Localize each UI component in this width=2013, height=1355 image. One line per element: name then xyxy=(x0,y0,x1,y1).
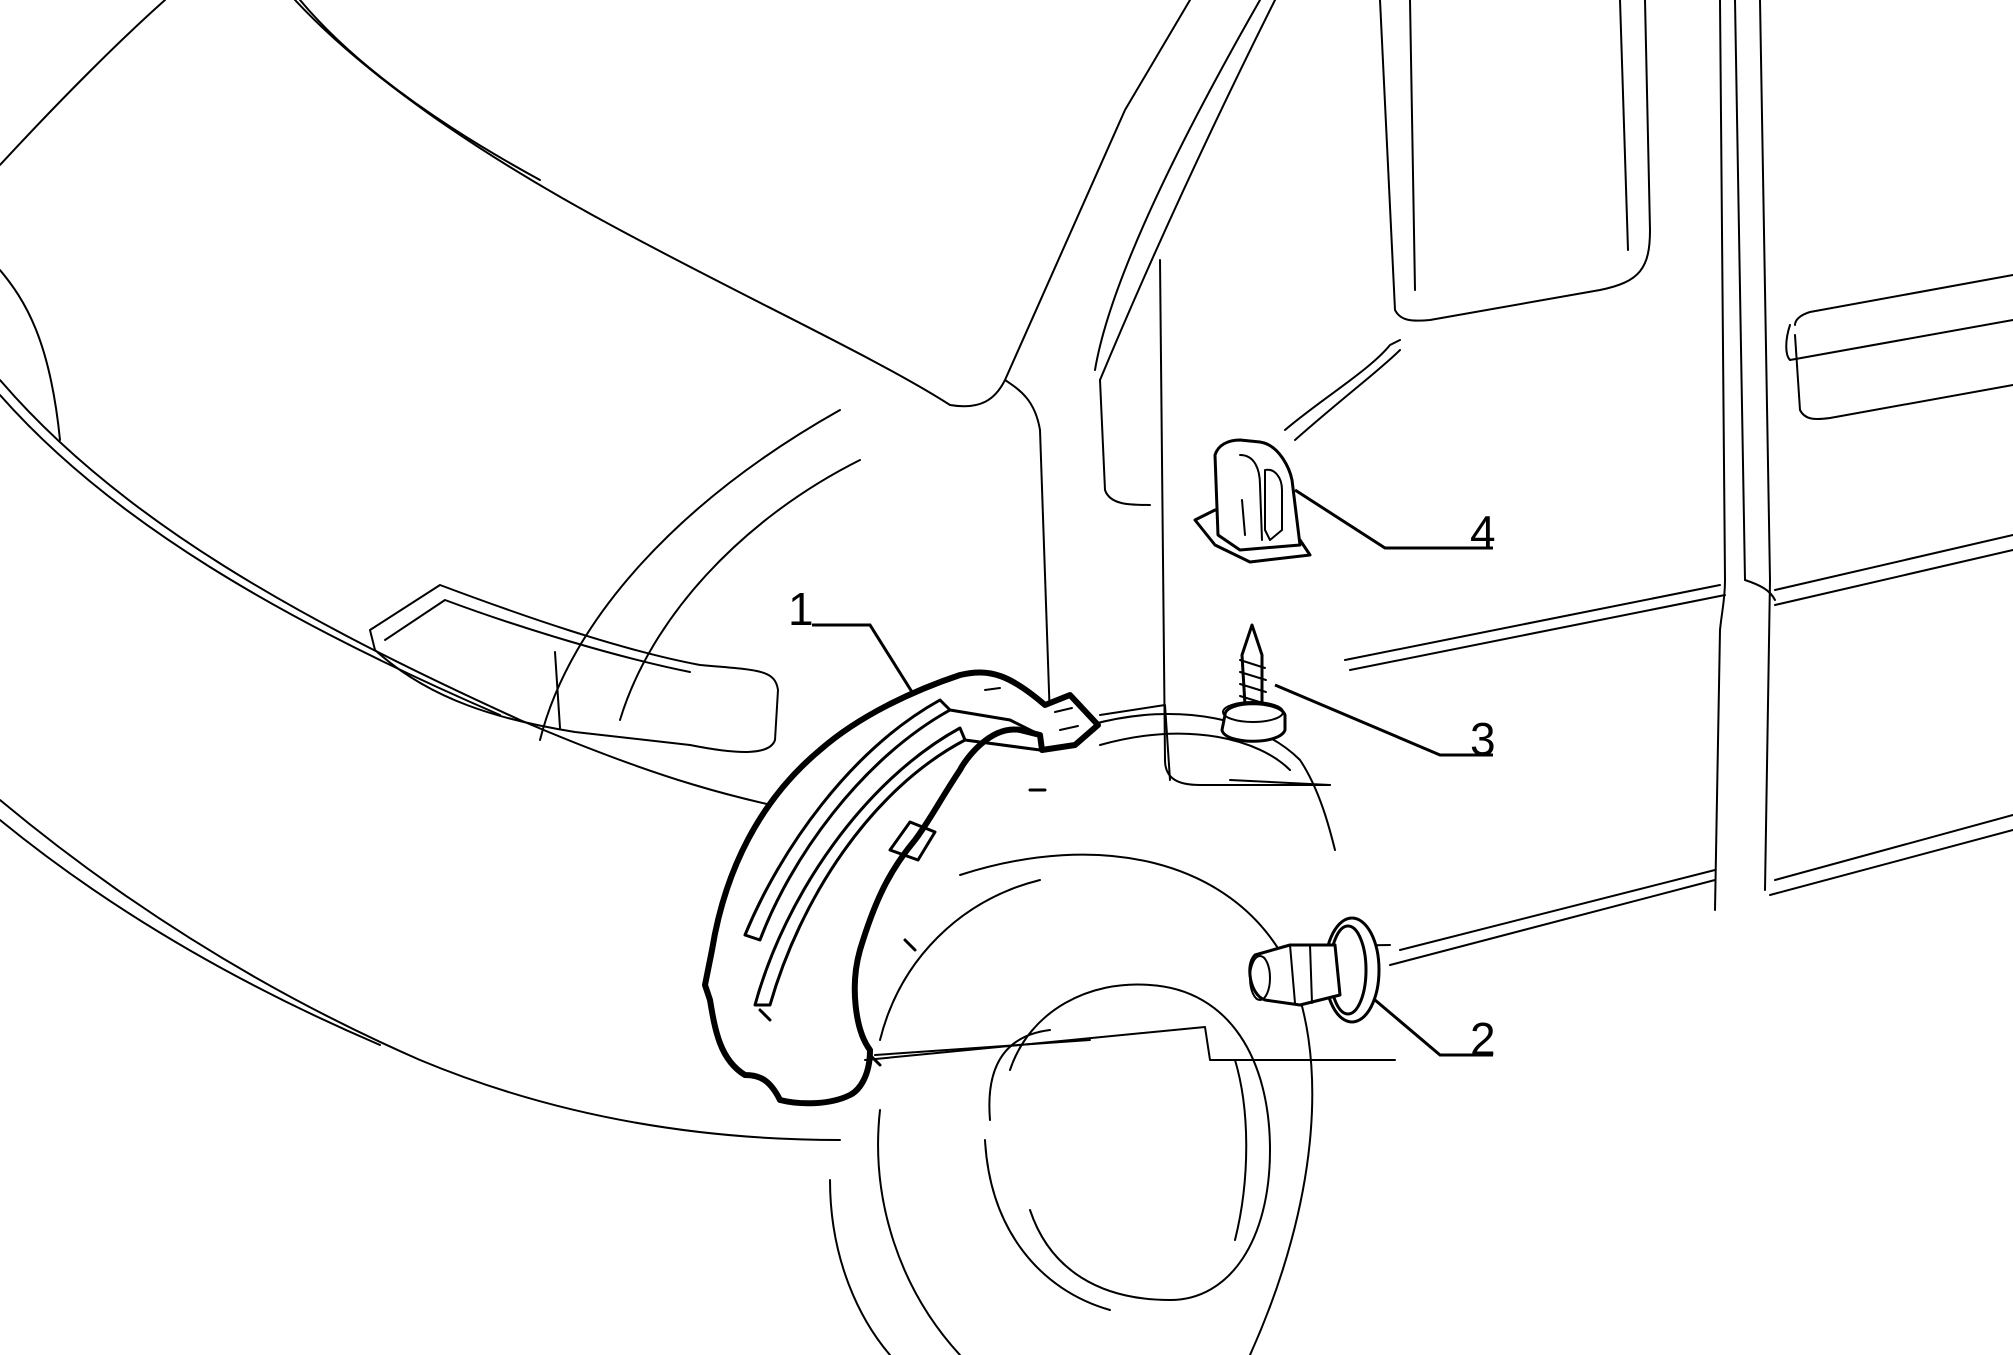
callout-1: 1 xyxy=(788,583,814,635)
callout-4: 4 xyxy=(1470,506,1496,558)
callout-3: 3 xyxy=(1470,713,1496,765)
callout-labels: 1 2 3 4 xyxy=(788,506,1496,1065)
vehicle-body-outline xyxy=(0,0,2013,1141)
retaining-clip-part-4 xyxy=(1193,438,1312,564)
leader-lines xyxy=(812,488,1493,1061)
wheel-arch-liner-part-1 xyxy=(702,669,1101,1107)
front-wheel xyxy=(829,853,1314,1355)
callout-2: 2 xyxy=(1470,1013,1496,1065)
push-rivet-part-2 xyxy=(1248,916,1381,1024)
self-tapping-screw-part-3 xyxy=(1220,623,1287,743)
